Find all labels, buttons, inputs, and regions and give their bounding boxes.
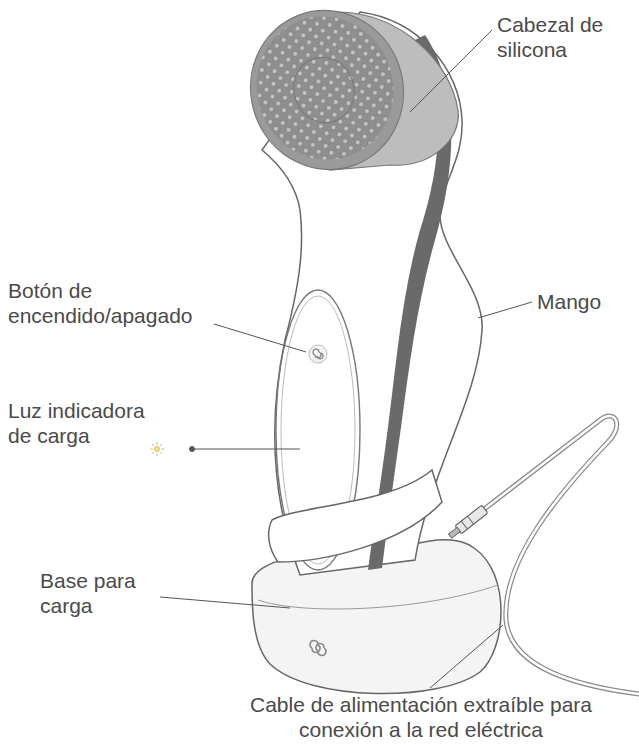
part-label: Mango <box>537 289 632 314</box>
part-label: Botón de encendido/apagado <box>8 278 208 328</box>
power-cable <box>470 416 639 694</box>
part-label: Base para carga <box>40 568 155 618</box>
cable-plug <box>447 505 488 540</box>
leader-line <box>478 302 532 318</box>
base-cradle <box>269 470 442 562</box>
base-top-edge <box>258 585 498 609</box>
charge-light-icon <box>150 442 164 456</box>
leader-line <box>214 324 306 352</box>
part-label: Cabezal de silicona <box>497 12 632 62</box>
leader-dot <box>190 447 195 452</box>
power-button <box>309 345 327 363</box>
leader-line <box>410 30 492 112</box>
power-cable-core <box>470 416 639 694</box>
leader-line <box>194 449 300 450</box>
leader-line <box>430 625 503 688</box>
silicone-head-bristles <box>236 0 413 179</box>
silicone-head-rim <box>228 0 426 191</box>
part-label: Luz indicadora de carga <box>8 398 163 448</box>
leader-line <box>160 597 290 608</box>
part-label: Cable de alimentación extraíble para con… <box>245 692 597 742</box>
silicone-head-center <box>285 49 364 132</box>
base-logo <box>310 641 326 656</box>
